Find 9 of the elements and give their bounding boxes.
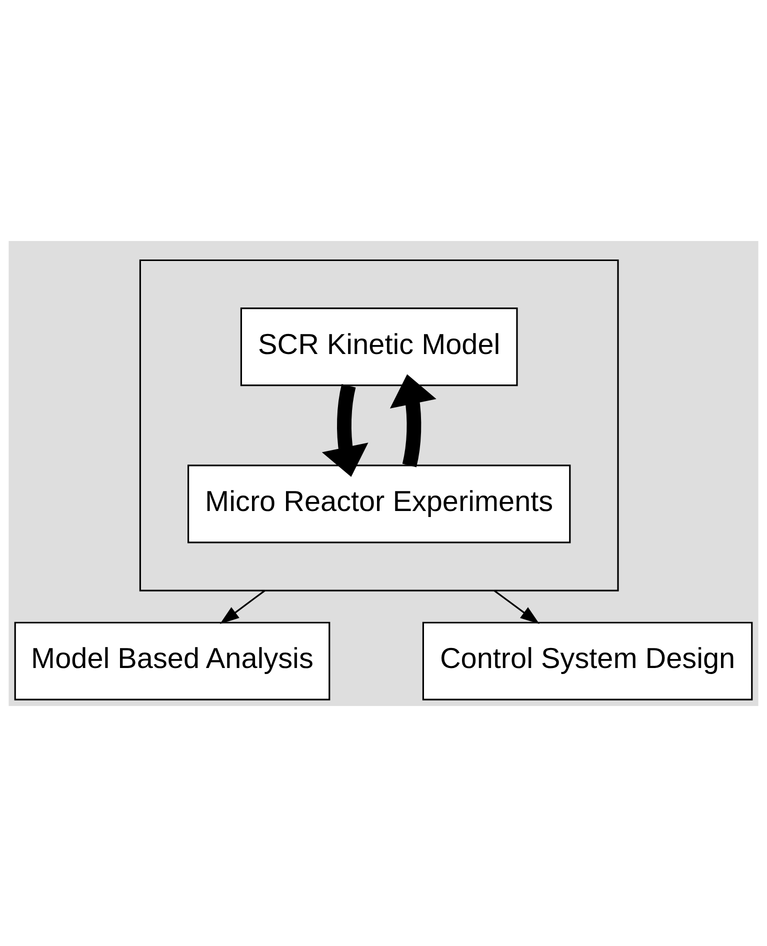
- node-box: Model Based Analysis: [14, 621, 330, 700]
- arrow: [220, 589, 266, 624]
- node-box: SCR Kinetic Model: [240, 307, 518, 386]
- cluster: [139, 258, 619, 591]
- node-box: Control System Design: [422, 621, 753, 700]
- arrow: [390, 374, 436, 467]
- arrow: [322, 384, 368, 476]
- arrow: [494, 589, 540, 624]
- node-box: Micro Reactor Experiments: [187, 464, 571, 543]
